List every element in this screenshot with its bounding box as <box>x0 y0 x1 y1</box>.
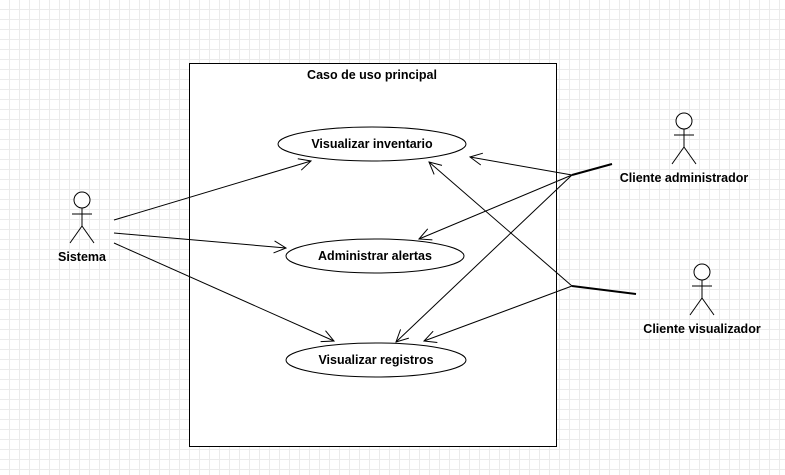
association-sistema-alertas[interactable] <box>113 232 286 248</box>
association-sistema-inventario[interactable] <box>113 161 311 221</box>
association-visualizador-inventario[interactable] <box>429 162 573 287</box>
use-case-label: Visualizar registros <box>318 353 433 367</box>
association-administrador-registros[interactable] <box>396 174 573 342</box>
use-case-visualizar-inventario[interactable]: Visualizar inventario <box>277 126 467 162</box>
association-stub-visualizador[interactable] <box>571 285 637 295</box>
actor-label: Cliente visualizador <box>643 322 761 336</box>
association-administrador-alertas[interactable] <box>419 174 573 239</box>
stick-figure-icon <box>689 263 715 316</box>
actor-cliente-visualizador[interactable]: Cliente visualizador <box>643 263 761 336</box>
use-case-label: Administrar alertas <box>318 249 432 263</box>
use-case-label: Visualizar inventario <box>311 137 433 151</box>
association-stub-administrador[interactable] <box>571 163 613 176</box>
use-case-visualizar-registros[interactable]: Visualizar registros <box>285 342 467 378</box>
actor-label: Sistema <box>58 250 107 264</box>
use-case-administrar-alertas[interactable]: Administrar alertas <box>285 238 465 274</box>
system-boundary-title: Caso de uso principal <box>307 68 437 82</box>
stick-figure-icon <box>671 112 697 165</box>
actor-cliente-administrador[interactable]: Cliente administrador <box>620 112 749 185</box>
actor-label: Cliente administrador <box>620 171 749 185</box>
association-administrador-inventario[interactable] <box>470 157 573 176</box>
association-visualizador-registros[interactable] <box>424 285 573 341</box>
association-sistema-registros[interactable] <box>113 242 334 341</box>
actor-sistema[interactable]: Sistema <box>58 191 107 264</box>
stick-figure-icon <box>69 191 95 244</box>
